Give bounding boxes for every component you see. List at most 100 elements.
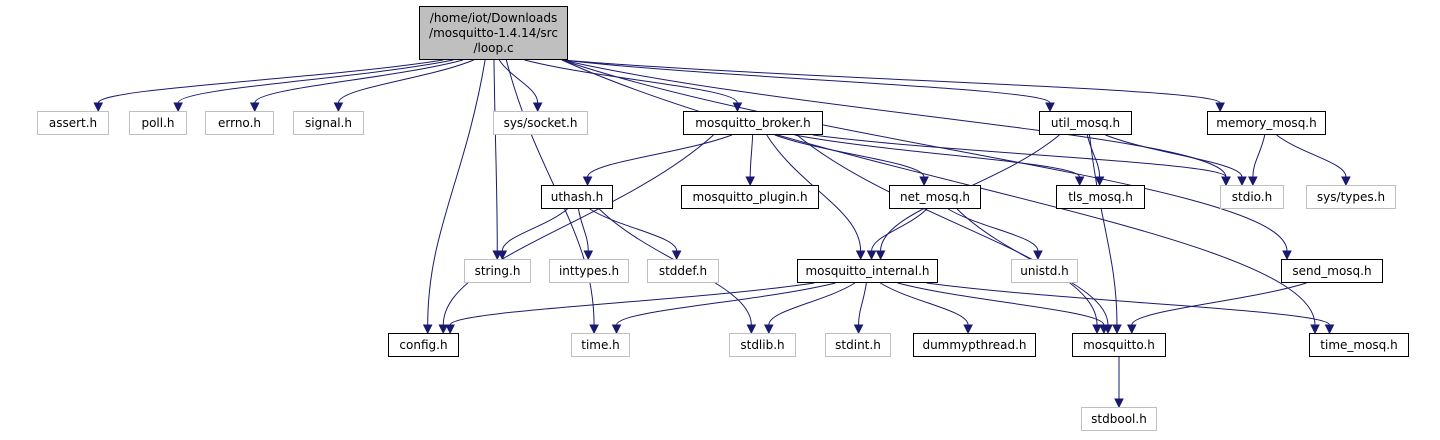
arrowhead-loop_c-to-time_h — [589, 324, 599, 335]
edge-loop_c-to-assert_h — [97, 59, 444, 104]
edge-mosquitto_internal_h-to-time_mosq_h — [926, 282, 1331, 326]
arrowhead-uthash_h-to-inttypes_h — [583, 250, 594, 261]
node-config-h[interactable]: config.h — [388, 333, 459, 357]
arrowhead-loop_c-to-assert_h — [93, 102, 104, 113]
arrowhead-mosquitto_broker_h-to-config_h — [438, 324, 449, 335]
edge-mosquitto_internal_h-to-mosquitto_h — [897, 282, 1105, 326]
edge-loop_c-to-config_h — [427, 59, 486, 326]
edge-loop_c-to-signal_h — [337, 59, 474, 104]
edge-mosquitto_internal_h-to-dummypthread_h — [880, 282, 969, 326]
node-mosquitto-broker-h[interactable]: mosquitto_broker.h — [683, 111, 823, 135]
node-util-mosq-h[interactable]: util_mosq.h — [1039, 111, 1132, 135]
node-errno-h[interactable]: errno.h — [205, 111, 274, 135]
edge-loop_c-to-memory_mosq_h — [561, 59, 1221, 104]
arrowhead-mosquitto_broker_h-to-tls_mosq_h — [1074, 176, 1085, 187]
arrowhead-mosquitto_broker_h-to-mosquitto_internal_h — [855, 250, 866, 261]
arrowhead-mosquitto_internal_h-to-dummypthread_h — [963, 324, 973, 335]
arrowhead-util_mosq_h-to-stdio_h — [1237, 176, 1247, 187]
node-time-mosq-h[interactable]: time_mosq.h — [1309, 333, 1409, 357]
edge-loop_c-to-mosquitto_broker_h — [524, 59, 738, 104]
node-stdlib-h[interactable]: stdlib.h — [729, 333, 796, 357]
edge-util_mosq_h-to-stdio_h — [1105, 134, 1243, 178]
edge-mosquitto_broker_h-to-mosquitto_h — [796, 134, 1098, 326]
node-string-h[interactable]: string.h — [464, 259, 531, 283]
arrowhead-mosquitto_broker_h-to-mosquitto_plugin_h — [745, 176, 755, 187]
edge-mosquitto_broker_h-to-uthash_h — [587, 134, 733, 178]
node-mosquitto-h[interactable]: mosquitto.h — [1072, 333, 1166, 357]
edge-mosquitto_internal_h-to-time_h — [616, 282, 836, 326]
arrowhead-send_mosq_h-to-mosquitto_h — [1126, 324, 1137, 335]
edge-uthash_h-to-inttypes_h — [577, 208, 589, 252]
arrowhead-uthash_h-to-string_h — [497, 250, 508, 261]
arrowhead-loop_c-to-poll_h — [173, 102, 183, 113]
node-assert-h[interactable]: assert.h — [37, 111, 109, 135]
edge-mosquitto_broker_h-to-mosquitto_plugin_h — [749, 134, 754, 178]
node-signal-h[interactable]: signal.h — [293, 111, 364, 135]
node-net-mosq-h[interactable]: net_mosq.h — [889, 185, 981, 209]
edge-mosquitto_broker_h-to-mosquitto_internal_h — [766, 134, 862, 252]
node-stdio-h[interactable]: stdio.h — [1220, 185, 1284, 209]
arrowhead-loop_c-to-memory_mosq_h — [1215, 102, 1225, 113]
node-tls-mosq-h[interactable]: tls_mosq.h — [1056, 185, 1145, 209]
root-line-1: /home/iot/Downloads — [429, 10, 558, 25]
edge-memory_mosq_h-to-sys_types_h — [1276, 134, 1347, 178]
edge-uthash_h-to-stddef_h — [589, 208, 678, 252]
node-inttypes-h[interactable]: inttypes.h — [549, 259, 629, 283]
arrowhead-uthash_h-to-stddef_h — [671, 250, 682, 261]
node-sys-socket-h[interactable]: sys/socket.h — [493, 111, 588, 135]
arrowhead-mosquitto_broker_h-to-stdio_h — [1221, 176, 1231, 187]
arrowhead-util_mosq_h-to-mosquitto_internal_h — [875, 250, 886, 261]
node-stddef-h[interactable]: stddef.h — [647, 259, 719, 283]
arrowhead-loop_c-to-util_mosq_h — [1045, 102, 1055, 113]
arrowhead-mosquitto_internal_h-to-stdlib_h — [763, 324, 774, 335]
arrowhead-net_mosq_h-to-unistd_h — [1033, 250, 1043, 261]
arrowhead-net_mosq_h-to-mosquitto_internal_h — [866, 250, 877, 261]
edge-util_mosq_h-to-mosquitto_h — [1089, 134, 1118, 326]
arrowhead-util_mosq_h-to-mosquitto_h — [1112, 324, 1122, 335]
arrowhead-mosquitto_broker_h-to-uthash_h — [582, 176, 593, 187]
node-unistd-h[interactable]: unistd.h — [1011, 259, 1078, 283]
node-poll-h[interactable]: poll.h — [129, 111, 187, 135]
node-loop-c[interactable]: /home/iot/Downloads /mosquitto-1.4.14/sr… — [419, 6, 568, 60]
arrowhead-mosquitto_internal_h-to-time_mosq_h — [1324, 324, 1335, 335]
arrowhead-uthash_h-to-stdlib_h — [746, 324, 757, 335]
root-line-2: /mosquitto-1.4.14/src — [429, 25, 558, 40]
node-stdint-h[interactable]: stdint.h — [825, 333, 891, 357]
node-time-h[interactable]: time.h — [571, 333, 630, 357]
arrowhead-mosquitto_broker_h-to-mosquitto_h — [1092, 324, 1102, 335]
edge-util_mosq_h-to-tls_mosq_h — [1086, 134, 1101, 178]
edge-loop_c-to-util_mosq_h — [561, 59, 1051, 104]
edge-loop_c-to-poll_h — [177, 59, 454, 104]
node-mosquitto-internal-h[interactable]: mosquitto_internal.h — [797, 259, 938, 283]
arrowhead-loop_c-to-errno_h — [249, 102, 260, 113]
arrowhead-memory_mosq_h-to-sys_types_h — [1341, 176, 1351, 187]
root-line-3: /loop.c — [473, 40, 514, 55]
edge-mosquitto_broker_h-to-config_h — [442, 134, 714, 326]
edge-memory_mosq_h-to-stdio_h — [1252, 134, 1266, 178]
edge-uthash_h-to-string_h — [501, 208, 568, 252]
edge-mosquitto_internal_h-to-config_h — [449, 282, 815, 326]
arrowhead-memory_mosq_h-to-stdio_h — [1248, 176, 1258, 187]
edge-mosquitto_broker_h-to-net_mosq_h — [774, 134, 925, 178]
arrowhead-loop_c-to-time_mosq_h — [1310, 324, 1320, 335]
edge-net_mosq_h-to-mosquitto_internal_h — [871, 208, 928, 252]
edge-loop_c-to-send_mosq_h — [561, 59, 1288, 252]
edge-mosquitto_internal_h-to-stdlib_h — [768, 282, 856, 326]
node-memory-mosq-h[interactable]: memory_mosq.h — [1207, 111, 1326, 135]
node-dummypthread-h[interactable]: dummypthread.h — [913, 333, 1036, 357]
arrowhead-mosquitto_internal_h-to-mosquitto_h — [1099, 324, 1109, 335]
arrowhead-loop_c-to-sys_socket_h — [532, 102, 543, 113]
edge-send_mosq_h-to-mosquitto_h — [1131, 282, 1307, 326]
node-sys-types-h[interactable]: sys/types.h — [1306, 185, 1396, 209]
arrowhead-mosquitto_internal_h-to-stdint_h — [853, 324, 864, 335]
node-mosquitto-plugin-h[interactable]: mosquitto_plugin.h — [681, 185, 819, 209]
arrowhead-mosquitto_broker_h-to-net_mosq_h — [919, 176, 929, 187]
edge-loop_c-to-stdio_h — [561, 59, 1227, 178]
edge-loop_c-to-time_mosq_h — [561, 59, 1316, 326]
node-uthash-h[interactable]: uthash.h — [541, 185, 613, 209]
edge-loop_c-to-sys_socket_h — [498, 59, 539, 104]
edge-net_mosq_h-to-unistd_h — [947, 208, 1039, 252]
node-send-mosq-h[interactable]: send_mosq.h — [1281, 259, 1383, 283]
node-stdbool-h[interactable]: stdbool.h — [1081, 407, 1157, 431]
